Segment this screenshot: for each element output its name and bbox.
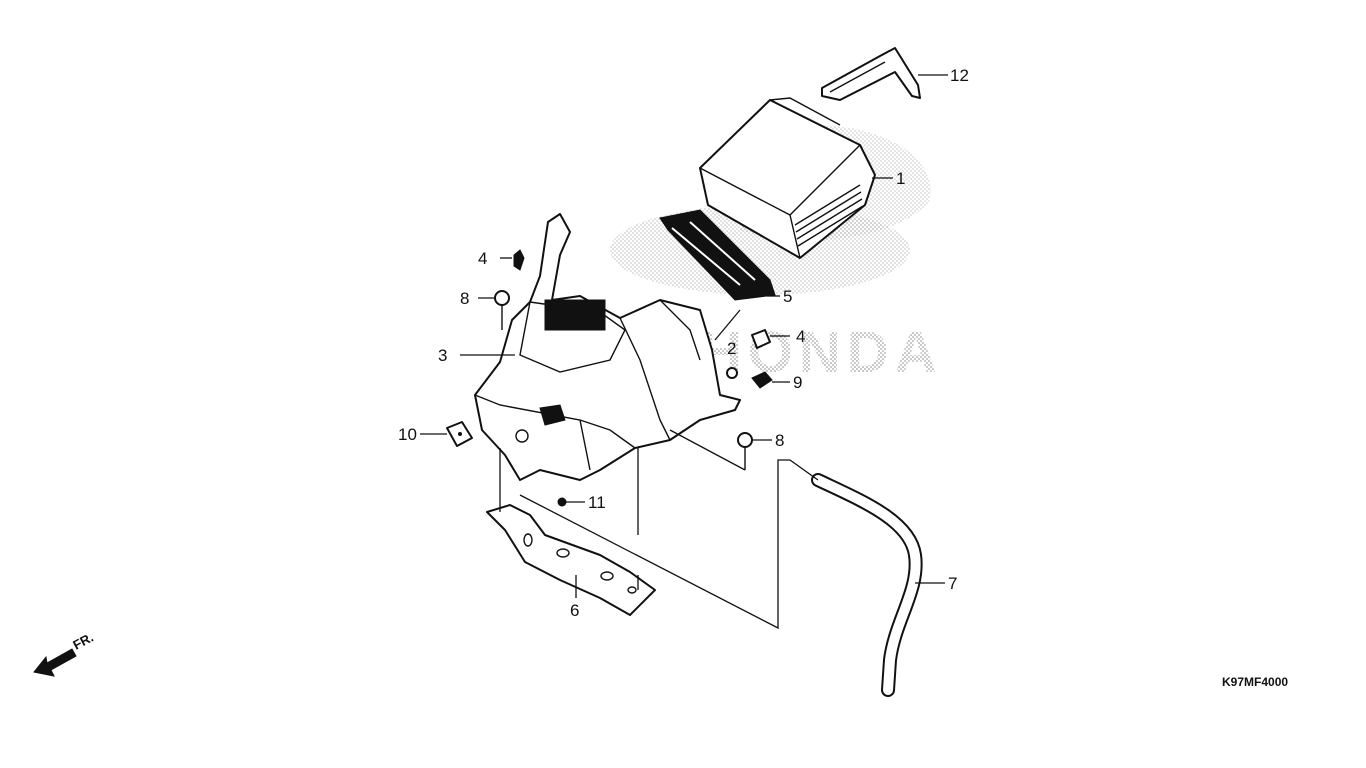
front-arrow-icon — [33, 648, 77, 677]
drain-tube — [811, 473, 923, 697]
bolt-upper — [494, 290, 510, 330]
clip-right — [751, 329, 771, 349]
battery — [699, 97, 876, 259]
callout-10: 10 — [398, 425, 417, 444]
callout-12: 12 — [950, 66, 969, 85]
callout-11: 11 — [588, 493, 606, 512]
callout-1: 1 — [896, 169, 905, 188]
battery-cushion — [659, 209, 776, 301]
clip-nut — [446, 421, 473, 447]
bolt-lower — [737, 432, 753, 470]
callout-2: 2 — [727, 339, 736, 358]
watermark-text: HONDA — [700, 320, 943, 385]
callout-8-upper: 8 — [460, 289, 469, 308]
front-label: FR. — [70, 630, 96, 653]
callout-5: 5 — [783, 287, 792, 306]
callout-9: 9 — [793, 373, 802, 392]
leader-lines — [420, 74, 948, 630]
callout-7: 7 — [948, 574, 957, 593]
drawing-code: K97MF4000 — [1222, 675, 1288, 689]
bracket-stay — [486, 504, 656, 616]
grommet — [557, 497, 567, 507]
callout-6: 6 — [570, 601, 579, 620]
front-direction-indicator: FR. — [33, 630, 96, 677]
callout-3: 3 — [438, 346, 447, 365]
callout-4-upper: 4 — [478, 249, 487, 268]
callout-8-lower: 8 — [775, 431, 784, 450]
callout-4-right: 4 — [796, 327, 805, 346]
battery-box — [474, 213, 741, 481]
clip-upper — [513, 249, 525, 271]
callouts: 12 1 5 4 8 3 4 2 9 8 10 11 6 7 — [398, 66, 969, 620]
screw — [726, 367, 738, 379]
battery-strap — [821, 47, 921, 101]
nut — [751, 371, 773, 389]
